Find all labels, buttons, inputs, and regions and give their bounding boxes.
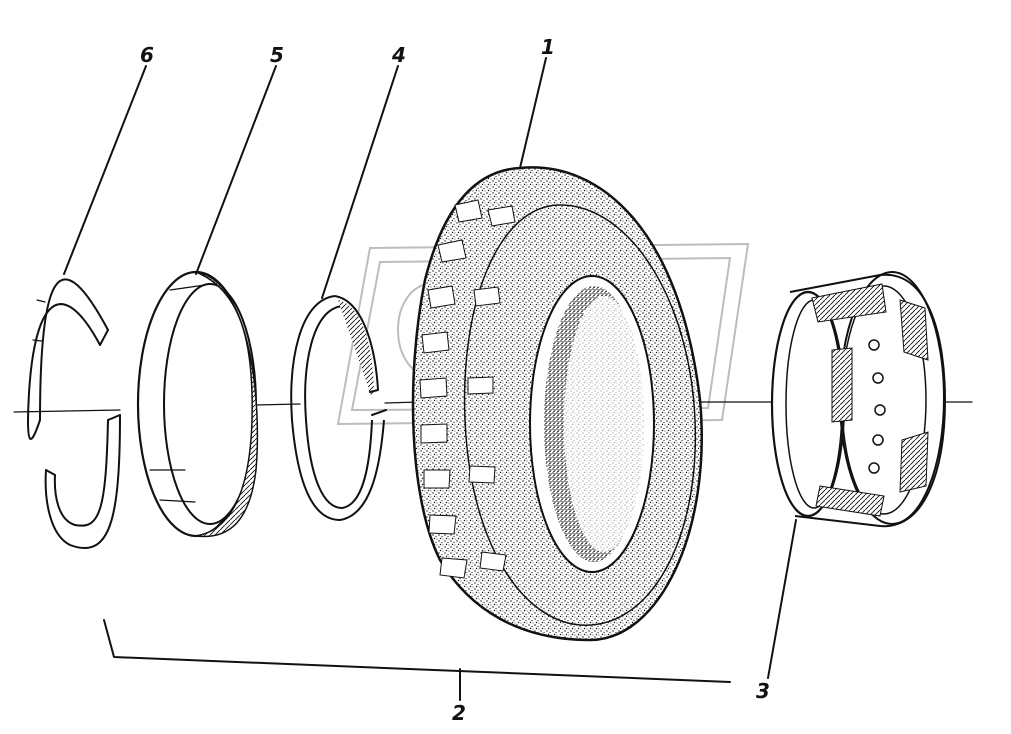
callout-3: 3 (756, 679, 770, 703)
callout-6: 6 (140, 43, 154, 67)
split-lock-ring (27, 278, 121, 550)
assembly-bracket (103, 619, 731, 701)
callout-1: 1 (541, 35, 555, 59)
axis-line (13, 401, 973, 413)
wheel-rim (770, 271, 947, 528)
tire (411, 166, 703, 642)
split-ring (290, 295, 387, 522)
side-ring (136, 270, 259, 538)
callout-4: 4 (391, 43, 406, 67)
callout-2: 2 (452, 701, 466, 725)
leader-lines (63, 57, 797, 679)
callout-5: 5 (270, 43, 284, 67)
